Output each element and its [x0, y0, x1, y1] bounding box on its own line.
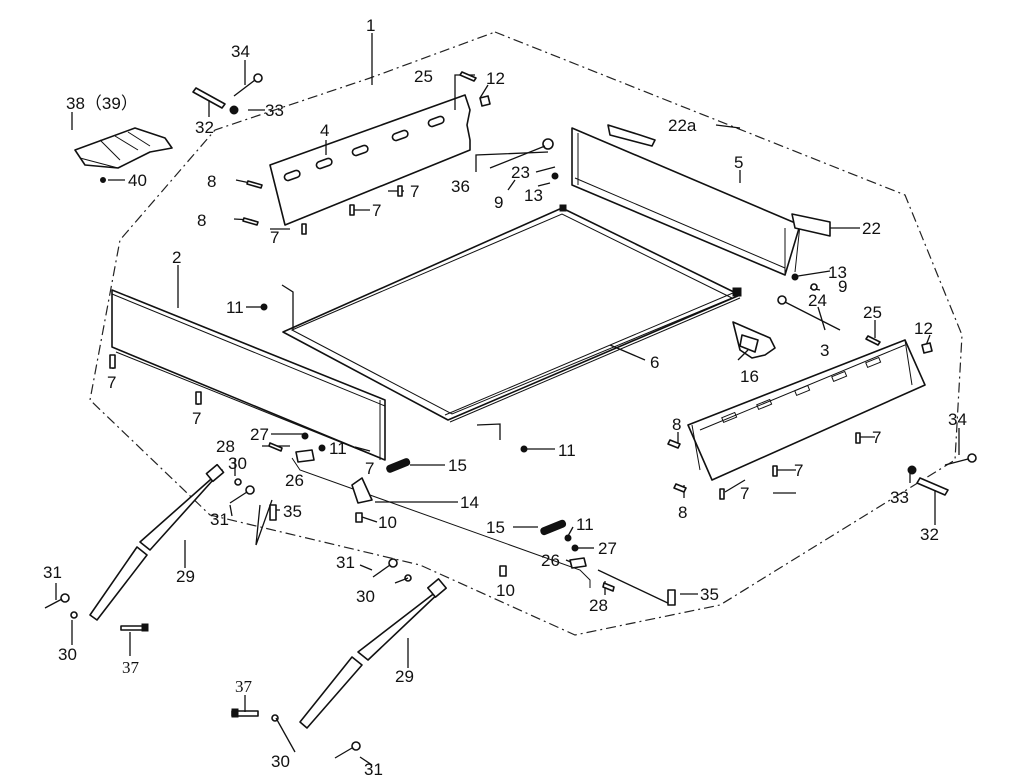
callout-37: 37 — [235, 677, 253, 696]
callout-29: 29 — [395, 667, 414, 686]
callout-16: 16 — [740, 367, 759, 386]
callout-5: 5 — [734, 153, 743, 172]
callout-37: 37 — [122, 658, 140, 677]
callout-26: 26 — [285, 471, 304, 490]
callout-7: 7 — [740, 484, 749, 503]
callout-33: 33 — [265, 101, 284, 120]
part-spring — [540, 519, 567, 536]
callout-7: 7 — [410, 182, 419, 201]
callout-12: 12 — [914, 319, 933, 338]
callout-8: 8 — [207, 172, 216, 191]
part-cargo-floor — [282, 204, 742, 423]
part-latch — [351, 477, 373, 504]
callout-31: 31 — [210, 510, 229, 529]
callout-32: 32 — [195, 118, 214, 137]
callout-9: 9 — [494, 193, 503, 212]
callout-31: 31 — [43, 563, 62, 582]
callout-11: 11 — [576, 515, 594, 534]
part-gas-strut — [299, 578, 448, 729]
callout-33: 33 — [890, 488, 909, 507]
part-gas-strut — [89, 463, 225, 621]
callout-34: 34 — [948, 410, 967, 429]
callout-31: 31 — [336, 553, 355, 572]
callout-32: 32 — [920, 525, 939, 544]
callout-8: 8 — [672, 415, 681, 434]
callout-22a: 22a — [668, 116, 697, 135]
callout-1: 1 — [366, 16, 375, 35]
callout-11: 11 — [226, 298, 244, 317]
callout-26: 26 — [541, 551, 560, 570]
callout-12: 12 — [486, 69, 505, 88]
callout-10: 10 — [378, 513, 397, 532]
callout-15: 15 — [448, 456, 467, 475]
part-side-panel-right — [571, 127, 801, 276]
callout-13: 13 — [524, 186, 543, 205]
callout-3: 3 — [820, 341, 829, 360]
callout-24: 24 — [808, 291, 827, 310]
callout-25: 25 — [414, 67, 433, 86]
callout-13: 13 — [828, 263, 847, 282]
callout-30: 30 — [58, 645, 77, 664]
callout-7: 7 — [872, 428, 881, 447]
callout-31: 31 — [364, 760, 383, 779]
part-front-panel — [269, 94, 471, 226]
callout-11: 11 — [558, 441, 576, 460]
callout-7: 7 — [192, 409, 201, 428]
callout-2: 2 — [172, 248, 181, 267]
callout-9: 9 — [838, 277, 847, 296]
part-latch-rod — [291, 457, 591, 588]
callout-6: 6 — [650, 353, 659, 372]
callout-30: 30 — [271, 752, 290, 771]
callout-15: 15 — [486, 518, 505, 537]
callout-35: 35 — [700, 585, 719, 604]
callout-7: 7 — [365, 459, 374, 478]
callout-27: 27 — [250, 425, 269, 444]
part-side-panel-left — [111, 289, 386, 461]
callout-30: 30 — [356, 587, 375, 606]
assembly-boundary — [89, 31, 963, 636]
callout-29: 29 — [176, 567, 195, 586]
callout-25: 25 — [863, 303, 882, 322]
callout-4: 4 — [320, 121, 329, 140]
callout-36: 36 — [451, 177, 470, 196]
callout-11: 11 — [329, 439, 347, 458]
callout-7: 7 — [794, 461, 803, 480]
callout-28: 28 — [589, 596, 608, 615]
callout-22: 22 — [862, 219, 881, 238]
callout-28: 28 — [216, 437, 235, 456]
part-bracket — [732, 321, 776, 359]
callout-27: 27 — [598, 539, 617, 558]
callout-14: 14 — [460, 493, 479, 512]
callout-8: 8 — [197, 211, 206, 230]
callout-40: 40 — [128, 171, 147, 190]
callout-7: 7 — [270, 228, 279, 247]
callout-23: 23 — [511, 163, 530, 182]
fasteners — [100, 71, 933, 606]
part-cover — [74, 127, 173, 169]
callout-7: 7 — [107, 373, 116, 392]
callout-30: 30 — [228, 454, 247, 473]
callout-38-39: 38（39） — [66, 94, 138, 113]
part-spring — [386, 458, 411, 473]
part-pins — [44, 73, 977, 759]
part-tailgate — [687, 339, 926, 481]
callout-34: 34 — [231, 42, 250, 61]
callout-labels: 1 2 3 4 5 6 7 7 7 7 7 7 7 7 7 8 8 8 8 9 … — [43, 16, 967, 779]
callout-35: 35 — [283, 502, 302, 521]
callout-10: 10 — [496, 581, 515, 600]
callout-7: 7 — [372, 201, 381, 220]
callout-8: 8 — [678, 503, 687, 522]
